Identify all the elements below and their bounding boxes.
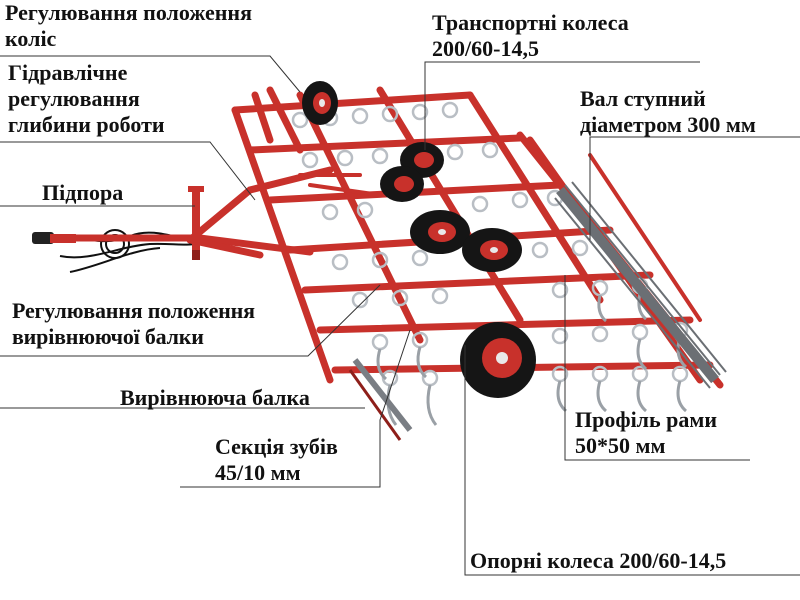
leveling-beam-bar bbox=[348, 358, 413, 441]
spring-tines bbox=[291, 101, 689, 426]
label-roller: Вал ступний діаметром 300 мм bbox=[580, 86, 756, 137]
leader-support-wheels bbox=[464, 345, 800, 576]
leader-tine-section bbox=[180, 329, 411, 488]
leader-lines bbox=[0, 55, 800, 576]
leader-leveler-adjust bbox=[0, 284, 381, 357]
label-frame-profile: Профіль рами 50*50 мм bbox=[575, 407, 718, 458]
leader-roller bbox=[589, 136, 800, 240]
leader-transport-wheels bbox=[424, 61, 700, 150]
label-support: Підпора bbox=[42, 180, 124, 205]
wheel-adjust-wheel bbox=[302, 81, 338, 125]
label-support-wheels: Опорні колеса 200/60-14,5 bbox=[470, 548, 727, 573]
label-leveler-beam: Вирівнююча балка bbox=[120, 385, 310, 410]
crumbler-roller bbox=[554, 181, 727, 389]
label-hydraulic-depth: Гідравлічне регулювання глибини роботи bbox=[8, 60, 165, 137]
label-transport-wheels: Транспортні колеса 200/60-14,5 bbox=[432, 10, 629, 61]
label-tine-section: Секція зубів 45/10 мм bbox=[215, 434, 338, 485]
cultivator-illustration bbox=[32, 81, 727, 441]
leader-frame-profile bbox=[564, 275, 750, 461]
support-wheel bbox=[460, 322, 536, 398]
label-wheel-position: Регулювання положення коліс bbox=[5, 0, 253, 51]
label-leveler-adjust: Регулювання положення вирівнюючої балки bbox=[12, 298, 255, 349]
leader-wheel-position bbox=[0, 55, 301, 93]
leader-hydraulic-depth bbox=[0, 141, 256, 201]
transport-wheels bbox=[380, 142, 522, 272]
